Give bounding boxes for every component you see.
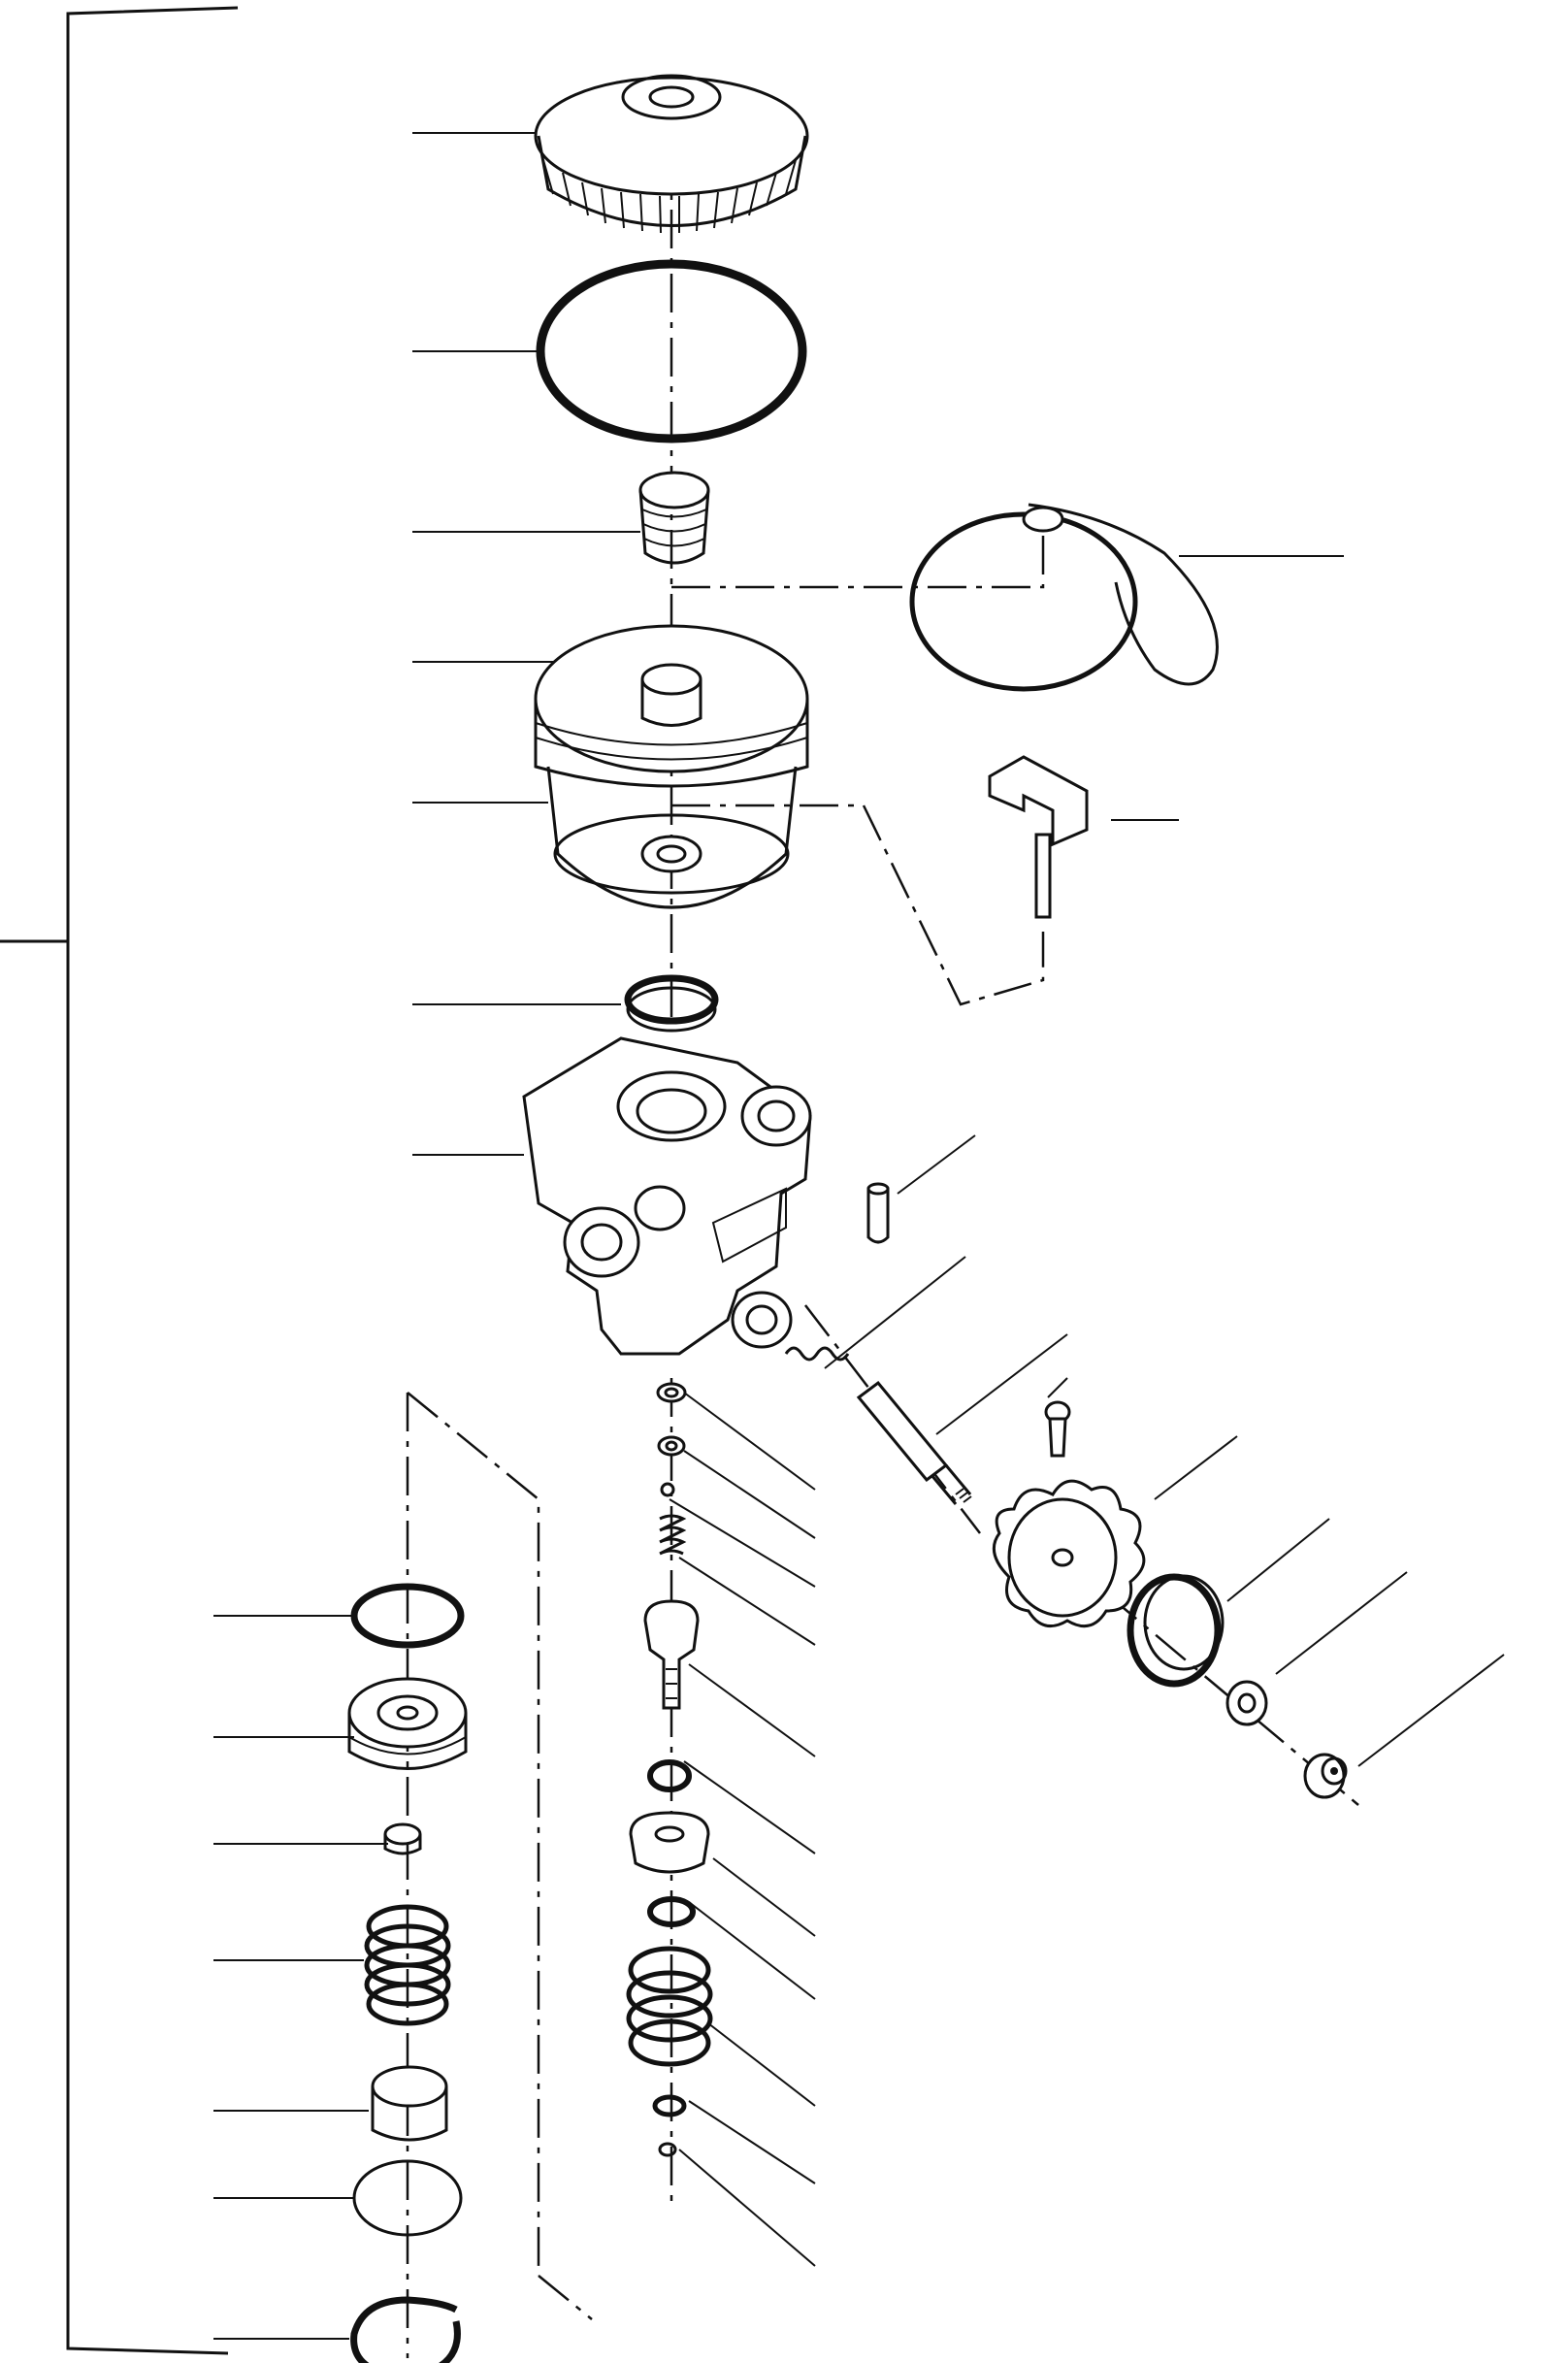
valve-stem xyxy=(856,1380,972,1505)
small-pin xyxy=(1044,1400,1071,1458)
reservoir-bowl xyxy=(534,624,809,909)
threaded-plug xyxy=(638,471,710,565)
knob-nut xyxy=(1303,1753,1348,1799)
bowl-seal-ring xyxy=(624,974,719,1033)
dowel-pin xyxy=(866,1182,890,1244)
right-leader-lines xyxy=(669,555,1505,2267)
small-washers xyxy=(652,2094,687,2157)
retaining-ring xyxy=(909,503,1219,692)
small-bushing xyxy=(383,1822,422,1855)
left-leader-lines xyxy=(213,132,640,2340)
left-o-ring xyxy=(350,1583,465,1649)
large-o-ring xyxy=(536,259,807,443)
piston xyxy=(347,1677,468,1770)
cup-washer xyxy=(1127,1573,1225,1688)
control-knob xyxy=(992,1479,1146,1628)
reservoir-cap xyxy=(534,74,809,234)
bowl-clip xyxy=(988,755,1089,919)
snap-ring xyxy=(350,2296,461,2363)
disc xyxy=(352,2159,463,2237)
valve-internals-stack xyxy=(629,1382,710,1927)
detent-spring xyxy=(784,1346,850,1362)
sleeve xyxy=(371,2065,448,2142)
flat-washer xyxy=(1225,1680,1268,1726)
valve-body xyxy=(522,1036,812,1356)
assembly-bracket xyxy=(0,6,239,2355)
center-spring xyxy=(626,1946,713,2067)
left-spring xyxy=(364,1904,451,2026)
center-axis-lines xyxy=(406,146,1359,2358)
